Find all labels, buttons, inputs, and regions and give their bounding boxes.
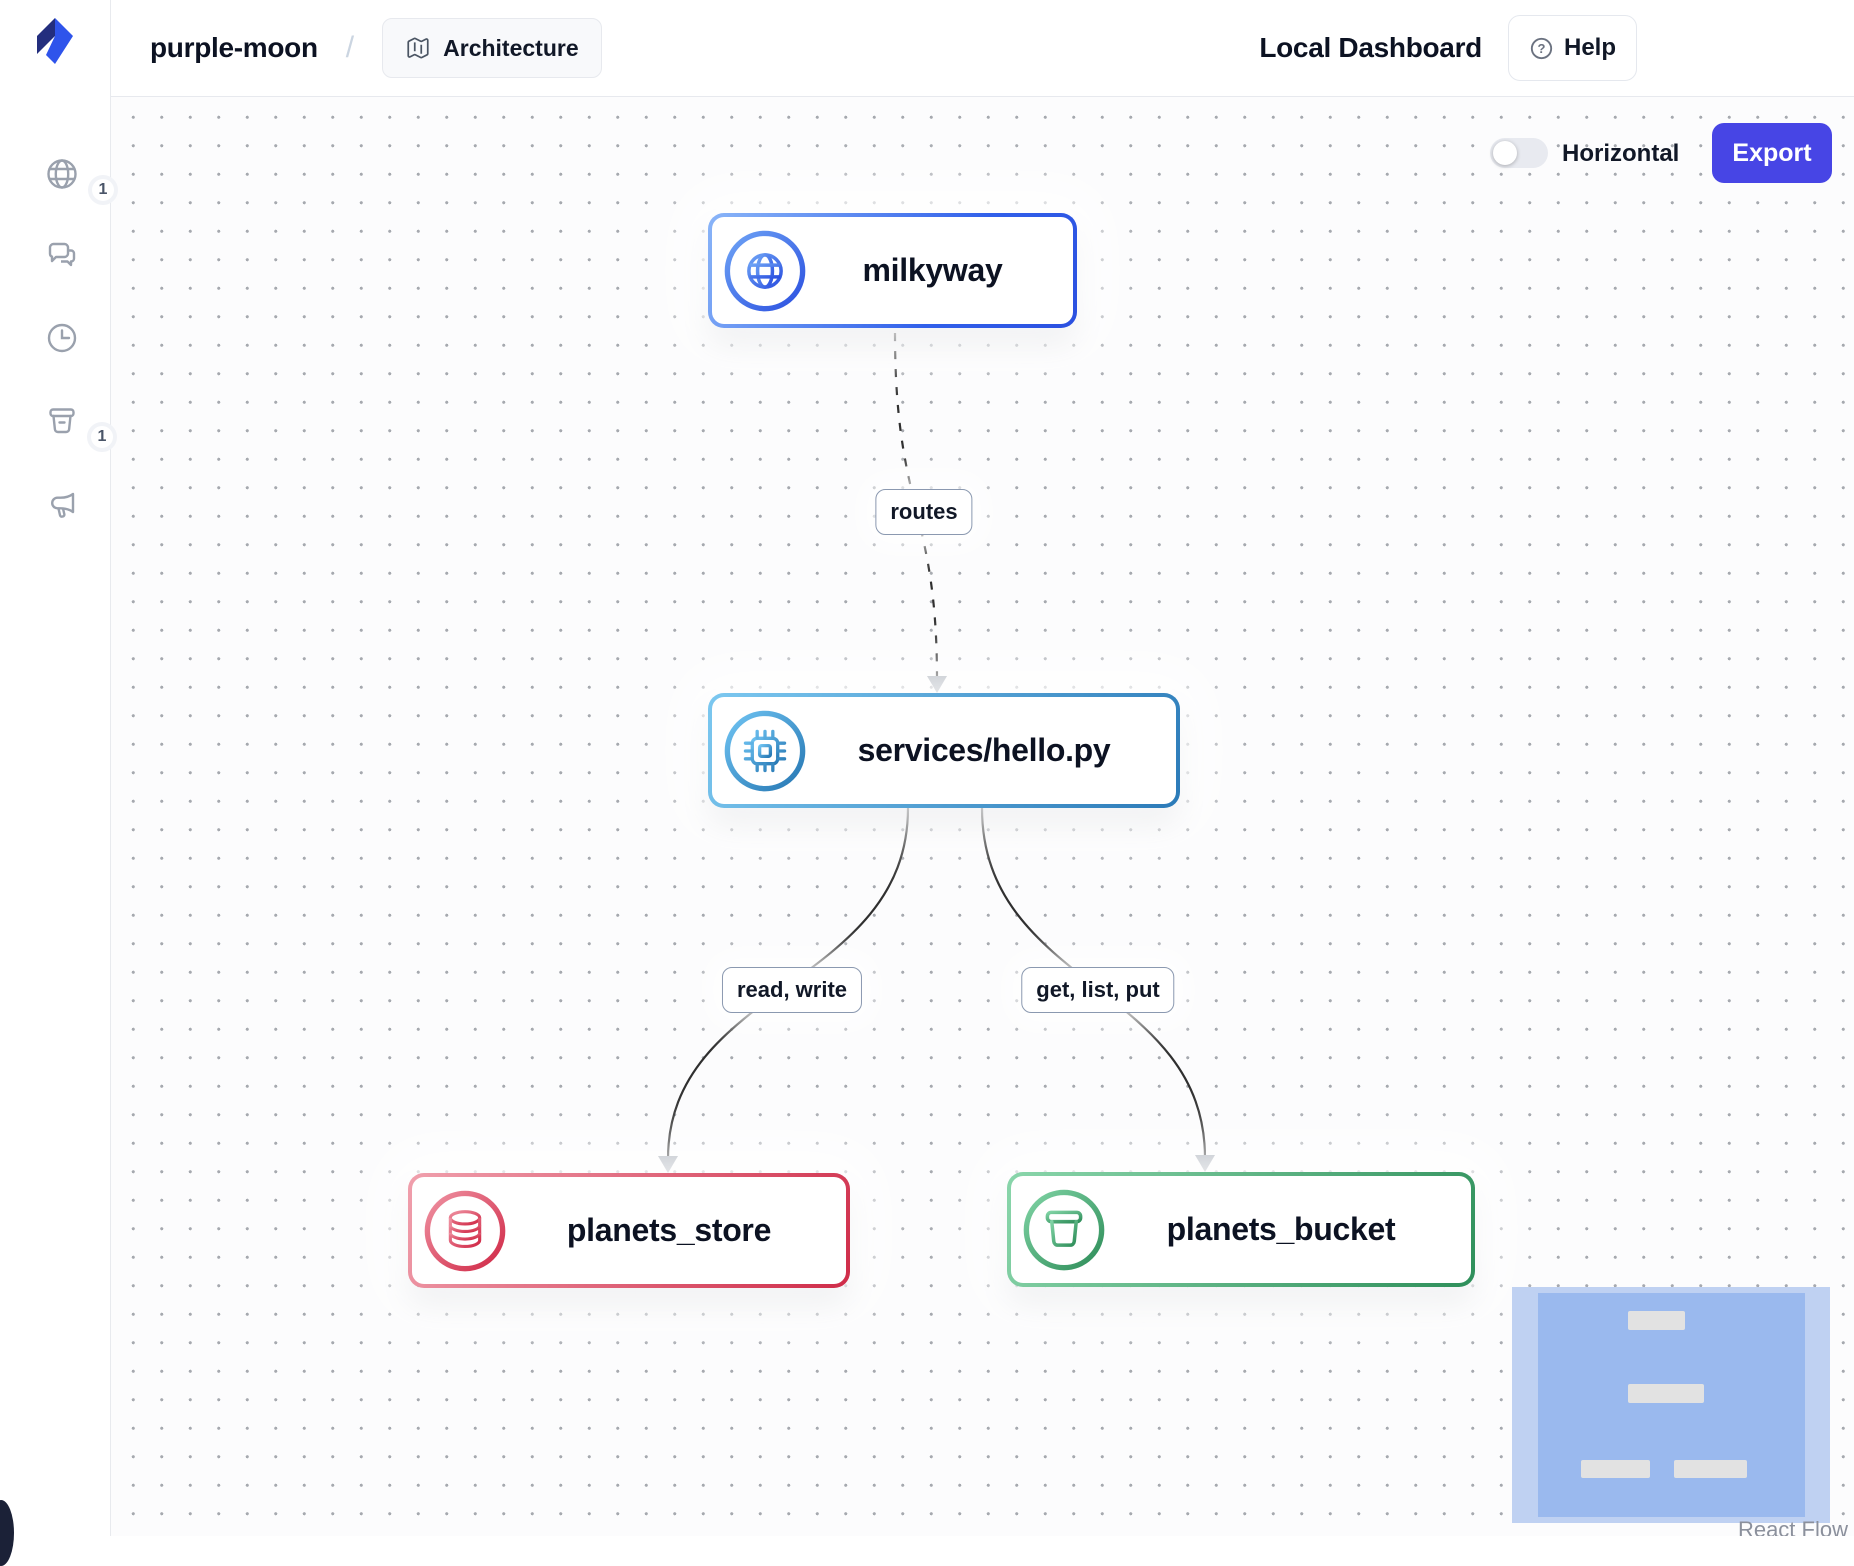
minimap[interactable] <box>1512 1287 1830 1523</box>
edge-read-write-arrowhead <box>658 1156 678 1173</box>
clock-icon <box>47 323 77 353</box>
flow-canvas[interactable]: routes read, write get, list, put milkyw… <box>110 96 1854 1536</box>
minimap-viewport <box>1538 1293 1805 1517</box>
help-button[interactable]: ? Help <box>1507 15 1637 81</box>
sidebar-item-buckets[interactable] <box>44 403 80 439</box>
chat-bubbles-icon <box>48 242 76 267</box>
horizontal-toggle-label: Horizontal <box>1562 140 1680 167</box>
sidebar-item-websockets[interactable] <box>44 238 80 274</box>
chip-icon <box>724 710 806 791</box>
sidebar-item-apis[interactable] <box>44 156 80 192</box>
globe-icon <box>47 159 77 189</box>
edge-routes-arrowhead <box>927 676 947 693</box>
node-label: planets_bucket <box>1166 1211 1396 1247</box>
minimap-node-milkyway <box>1628 1311 1685 1330</box>
question-mark-icon: ? <box>1530 37 1553 59</box>
header: purple-moon / Architecture Local Dashboa… <box>110 0 1854 97</box>
node-label: planets_store <box>566 1212 772 1248</box>
breadcrumb-separator: / <box>345 31 355 64</box>
bucket-icon <box>49 408 75 434</box>
help-button-label: Help <box>1563 34 1616 61</box>
node-label: milkyway <box>862 252 1003 288</box>
edge-label-get-list-put: get, list, put <box>1021 967 1175 1013</box>
dashboard-title: Local Dashboard <box>1259 32 1482 63</box>
edge-label-routes: routes <box>875 489 973 535</box>
buckets-count-badge: 1 <box>87 422 117 452</box>
app-logo[interactable] <box>33 10 77 72</box>
minimap-node-services <box>1628 1384 1704 1403</box>
export-button[interactable]: Export <box>1712 123 1832 183</box>
sidebar: 1 1 <box>0 0 118 1536</box>
sidebar-item-schedules[interactable] <box>44 320 80 356</box>
svg-text:?: ? <box>1538 40 1546 55</box>
view-chip-label: Architecture <box>443 34 579 61</box>
minimap-node-planets-store <box>1581 1460 1650 1478</box>
node-milkyway[interactable]: milkyway <box>708 213 1077 328</box>
map-icon <box>407 37 429 59</box>
database-icon <box>424 1190 506 1271</box>
project-name: purple-moon <box>150 32 318 63</box>
horizontal-toggle[interactable] <box>1490 138 1548 168</box>
edge-label-read-write: read, write <box>721 967 863 1013</box>
apis-count-badge: 1 <box>88 175 118 205</box>
node-planets-bucket[interactable]: planets_bucket <box>1007 1172 1475 1287</box>
node-services-hello[interactable]: services/hello.py <box>708 693 1180 808</box>
minimap-node-planets-bucket <box>1674 1460 1747 1478</box>
node-label: services/hello.py <box>857 732 1111 768</box>
sidebar-item-topics[interactable] <box>44 488 80 524</box>
globe-icon <box>724 230 806 311</box>
bucket-icon <box>1023 1189 1105 1270</box>
react-flow-attribution[interactable]: React Flow <box>1737 1517 1848 1536</box>
toggle-knob <box>1493 141 1517 165</box>
megaphone-icon <box>51 492 75 518</box>
breadcrumb: purple-moon / Architecture <box>150 18 602 78</box>
edge-get-list-put-arrowhead <box>1195 1155 1215 1172</box>
node-planets-store[interactable]: planets_store <box>408 1173 850 1288</box>
architecture-view-chip[interactable]: Architecture <box>382 18 602 78</box>
